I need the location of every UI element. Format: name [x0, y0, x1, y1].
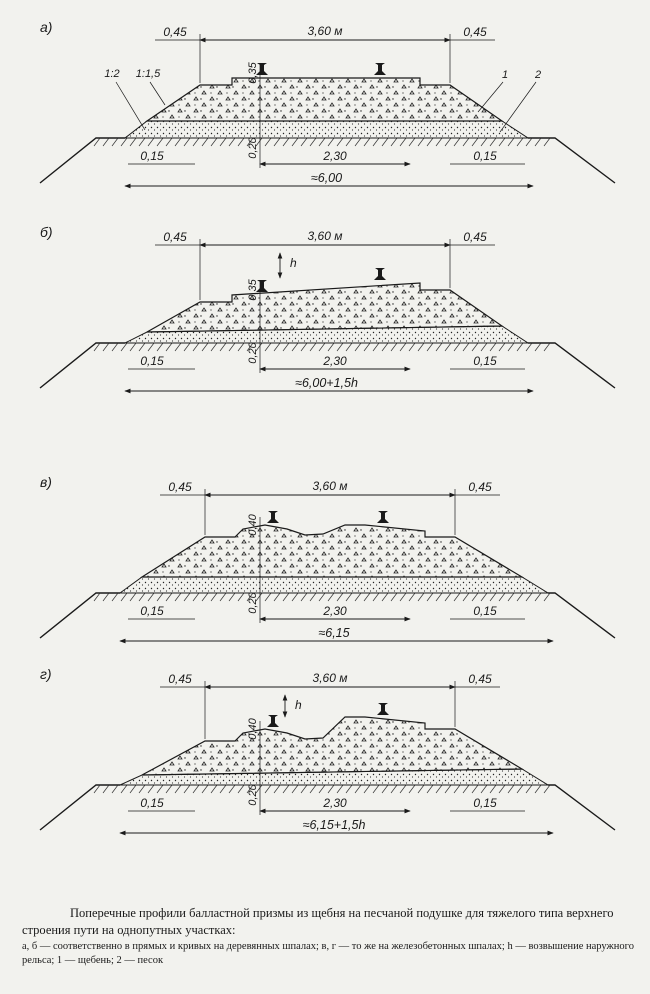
subgrade-hatch: [93, 784, 551, 794]
label-shoulder-right: 0,45: [463, 230, 487, 244]
label-berm-right: 0,15: [473, 604, 497, 618]
label-total-width: ≈6,15+1,5h: [303, 818, 366, 832]
subgrade-hatch: [93, 137, 551, 147]
label-sand-width: 2,30: [322, 796, 347, 810]
label-sand-depth: 0,20: [247, 591, 259, 613]
slope-inner-leader: [149, 81, 166, 106]
label-ballast-depth: 0,40: [247, 513, 259, 535]
subgrade-hatch: [93, 342, 551, 352]
ballast-profiles-figure: 3,60 м 0,45 0,45 0,35 0,20 2,30 0,15 0,15 ≈6,00 а…: [39, 19, 616, 836]
label-sand-width: 2,30: [322, 604, 347, 618]
sand-cushion: [118, 576, 550, 594]
label-top-width: 3,60 м: [308, 229, 343, 243]
label-total-width: ≈6,00+1,5h: [295, 376, 358, 390]
label-shoulder-left: 0,45: [168, 480, 192, 494]
ballast-prism: [141, 716, 525, 776]
label-sand-width: 2,30: [322, 354, 347, 368]
sand-cushion: [123, 120, 530, 139]
label-ballast-depth: 0,40: [247, 717, 259, 739]
label-leader-2: 2: [534, 69, 541, 81]
subgrade-outline: [39, 137, 616, 184]
subgrade-outline: [39, 592, 616, 639]
leader-2-line: [499, 81, 537, 133]
rail-left: [267, 511, 279, 523]
panel-letter: а): [40, 19, 52, 35]
rail-right: [374, 268, 386, 280]
label-ballast-depth: 0,35: [247, 61, 259, 83]
slope-outer-leader: [115, 81, 146, 131]
subgrade-outline: [39, 784, 616, 831]
label-sand-depth: 0,20: [247, 783, 259, 805]
panel-letter: в): [40, 474, 52, 490]
label-ballast-depth: 0,35: [247, 278, 259, 300]
rail-right: [377, 703, 389, 715]
ballast-prism: [146, 282, 504, 333]
label-slope-outer: 1:2: [104, 68, 119, 80]
rail-right: [377, 511, 389, 523]
label-berm-right: 0,15: [473, 149, 497, 163]
label-shoulder-right: 0,45: [463, 25, 487, 39]
label-shoulder-right: 0,45: [468, 672, 492, 686]
label-top-width: 3,60 м: [308, 24, 343, 38]
panel-2: 3,60 м 0,45 0,45 0,35 0,20 h 2,30 0,15 0,15 ≈6,00…: [39, 224, 616, 394]
leader-1-line: [477, 81, 504, 113]
label-shoulder-left: 0,45: [168, 672, 192, 686]
label-rail-lift: h: [290, 256, 297, 270]
label-sand-depth: 0,20: [247, 341, 259, 363]
label-leader-1: 1: [502, 69, 508, 81]
subgrade-hatch: [93, 592, 551, 602]
panel-3: 3,60 м 0,45 0,45 0,40 0,20 2,30 0,15 0,15 ≈6,15 в…: [39, 474, 616, 644]
label-slope-inner: 1:1,5: [136, 68, 161, 80]
label-berm-left: 0,15: [140, 149, 164, 163]
ballast-prism: [139, 524, 525, 578]
label-shoulder-left: 0,45: [163, 230, 187, 244]
label-berm-left: 0,15: [140, 354, 164, 368]
panel-1: 3,60 м 0,45 0,45 0,35 0,20 2,30 0,15 0,15 ≈6,00 а…: [39, 19, 616, 189]
panel-letter: б): [40, 224, 53, 240]
rail-right: [374, 63, 386, 75]
label-berm-right: 0,15: [473, 354, 497, 368]
rail-left: [256, 280, 268, 292]
rail-left: [256, 63, 268, 75]
label-shoulder-left: 0,45: [163, 25, 187, 39]
label-total-width: ≈6,15: [318, 626, 349, 640]
subgrade-outline: [39, 342, 616, 389]
label-berm-left: 0,15: [140, 604, 164, 618]
label-berm-left: 0,15: [140, 796, 164, 810]
figure-legend: а, б — соответственно в прямых и кривых …: [22, 941, 634, 966]
label-sand-depth: 0,20: [247, 136, 259, 158]
label-top-width: 3,60 м: [313, 479, 348, 493]
rail-left: [267, 715, 279, 727]
ballast-prism: [145, 77, 504, 122]
label-berm-right: 0,15: [473, 796, 497, 810]
label-sand-width: 2,30: [322, 149, 347, 163]
figure-caption: Поперечные профили балластной призмы из …: [22, 906, 614, 937]
label-rail-lift: h: [295, 698, 302, 712]
panel-4: 3,60 м 0,45 0,45 0,40 0,20 h 2,30 0,15 0,15 ≈6,15…: [39, 666, 616, 836]
label-total-width: ≈6,00: [311, 171, 342, 185]
label-top-width: 3,60 м: [313, 671, 348, 685]
panel-letter: г): [40, 666, 52, 682]
label-shoulder-right: 0,45: [468, 480, 492, 494]
